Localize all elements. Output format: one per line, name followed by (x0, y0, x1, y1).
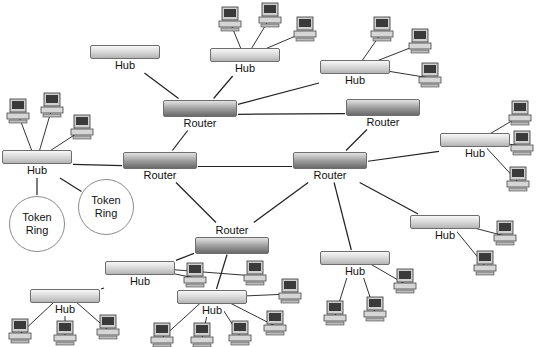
hub-box (105, 261, 175, 275)
ring-label: Token Ring (15, 211, 59, 237)
computer-icon (97, 315, 119, 339)
router-box (293, 152, 367, 169)
hub-device: Hub (90, 45, 160, 72)
computer-icon (409, 29, 431, 53)
computer-icon (259, 3, 281, 27)
computer-icon (191, 323, 213, 347)
hub-device: Hub (30, 289, 100, 316)
hub-label: Hub (343, 74, 367, 87)
computer-icon (507, 167, 529, 191)
computer-icon (371, 17, 393, 41)
router-box (346, 99, 420, 116)
computer-icon (394, 269, 416, 293)
network-link (238, 83, 319, 104)
hub-label: Hub (53, 303, 77, 316)
network-link (216, 255, 227, 290)
network-link (238, 113, 345, 115)
hub-device: Hub (320, 60, 390, 87)
computer-icon (264, 311, 286, 335)
network-link (368, 151, 439, 161)
hub-label: Hub (463, 147, 487, 160)
hub-device: Hub (410, 215, 480, 242)
network-link (334, 183, 351, 251)
hub-box (210, 48, 280, 62)
computer-icon (511, 131, 533, 155)
token-ring-circle: Token Ring (9, 196, 65, 252)
network-link (346, 130, 367, 151)
hub-label: Hub (233, 62, 257, 75)
router-label: Router (181, 117, 218, 130)
hub-device: Hub (105, 261, 175, 288)
hub-box (320, 60, 390, 74)
hub-box (440, 133, 510, 147)
router-label: Router (213, 224, 250, 237)
network-link (176, 183, 216, 223)
computer-icon (54, 321, 76, 345)
network-link (360, 183, 418, 215)
network-link (214, 76, 233, 99)
router-device: Router (346, 99, 420, 129)
ring-label: Token Ring (84, 194, 128, 220)
computer-icon (509, 101, 531, 125)
router-label: Router (364, 116, 401, 129)
hub-box (90, 45, 160, 59)
token-ring-circle: Token Ring (78, 179, 134, 235)
hub-label: Hub (128, 275, 152, 288)
network-link (172, 131, 187, 151)
hub-label: Hub (25, 164, 49, 177)
hub-label: Hub (200, 304, 224, 317)
router-label: Router (311, 169, 348, 182)
hub-device: Hub (440, 133, 510, 160)
hub-box (2, 150, 72, 164)
router-device: Router (293, 152, 367, 182)
router-device: Router (123, 152, 197, 182)
hub-box (320, 251, 390, 265)
network-link (73, 164, 122, 165)
router-label: Router (141, 169, 178, 182)
router-device: Router (163, 100, 237, 130)
router-box (195, 237, 269, 254)
router-box (163, 100, 237, 117)
router-device: Router (195, 224, 269, 254)
network-link (36, 178, 37, 195)
computer-icon (279, 279, 301, 303)
hub-box (177, 290, 247, 304)
network-link (254, 183, 308, 223)
computer-icon (474, 251, 496, 275)
hub-device: Hub (2, 150, 72, 177)
computer-icon (364, 297, 386, 321)
network-link (176, 253, 194, 260)
hub-label: Hub (433, 229, 457, 242)
computer-icon (41, 93, 63, 117)
network-link (144, 73, 178, 99)
computer-icon (244, 261, 266, 285)
computer-icon (71, 115, 93, 139)
network-link (101, 288, 104, 289)
computer-icon (7, 99, 29, 123)
hub-device: Hub (177, 290, 247, 317)
hub-label: Hub (343, 265, 367, 278)
computer-icon (184, 263, 206, 287)
hub-label: Hub (113, 59, 137, 72)
hub-device: Hub (320, 251, 390, 278)
computer-icon (324, 301, 346, 325)
computer-icon (494, 221, 516, 245)
computer-icon (219, 7, 241, 31)
network-link (60, 178, 81, 192)
hub-box (30, 289, 100, 303)
computer-icon (229, 321, 251, 345)
computer-icon (9, 319, 31, 343)
computer-icon (294, 17, 316, 41)
hub-box (410, 215, 480, 229)
computer-icon (419, 63, 441, 87)
computer-icon (151, 323, 173, 347)
network-link (198, 166, 292, 167)
router-box (123, 152, 197, 169)
hub-device: Hub (210, 48, 280, 75)
